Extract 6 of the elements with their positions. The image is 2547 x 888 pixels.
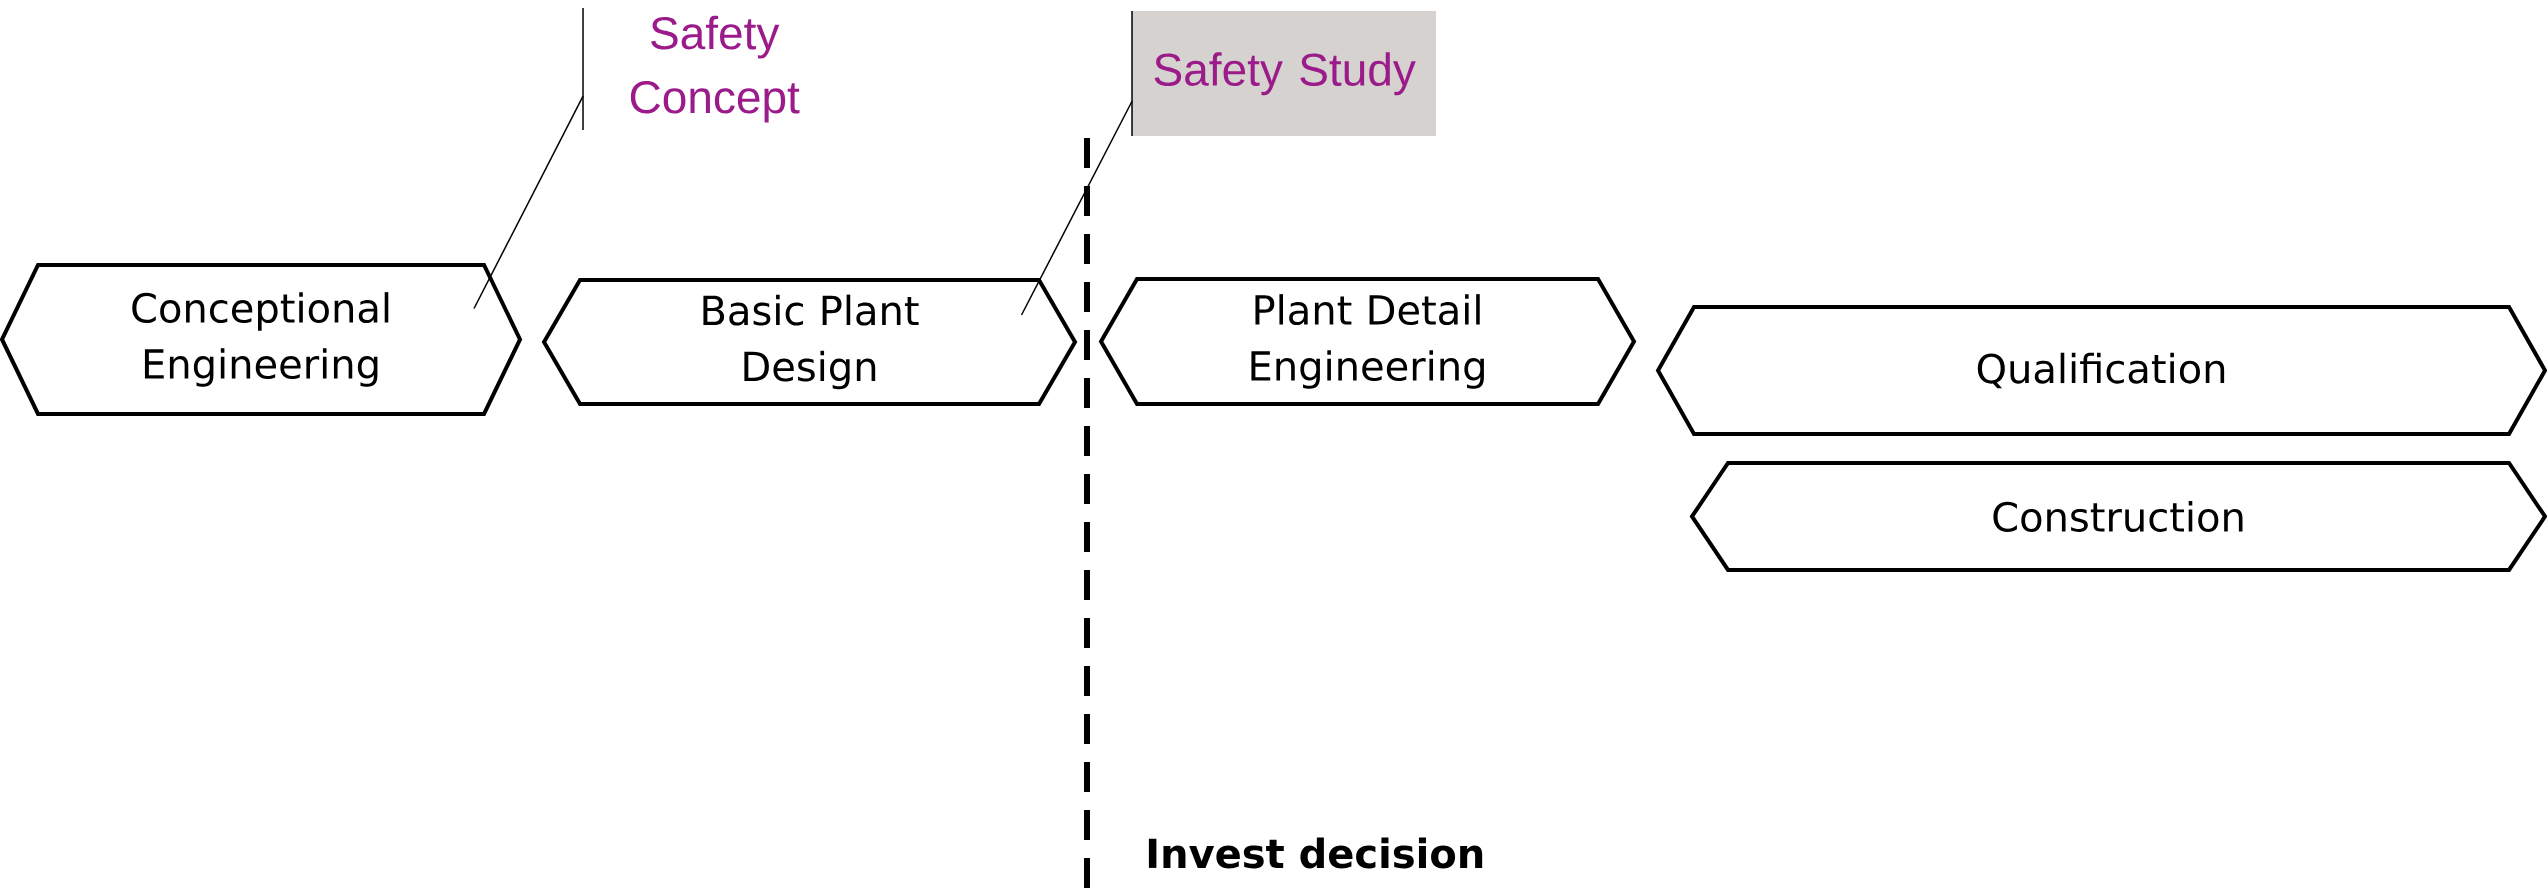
decision-label: Invest decision [1148, 837, 1483, 869]
leader-line [473, 95, 584, 310]
hexagon-box: Conceptional Engineering [0, 263, 523, 416]
leader-line [1020, 100, 1133, 316]
callout-box: Safety Study [1131, 10, 1436, 137]
callout-label: Safety Concept [582, 7, 800, 131]
